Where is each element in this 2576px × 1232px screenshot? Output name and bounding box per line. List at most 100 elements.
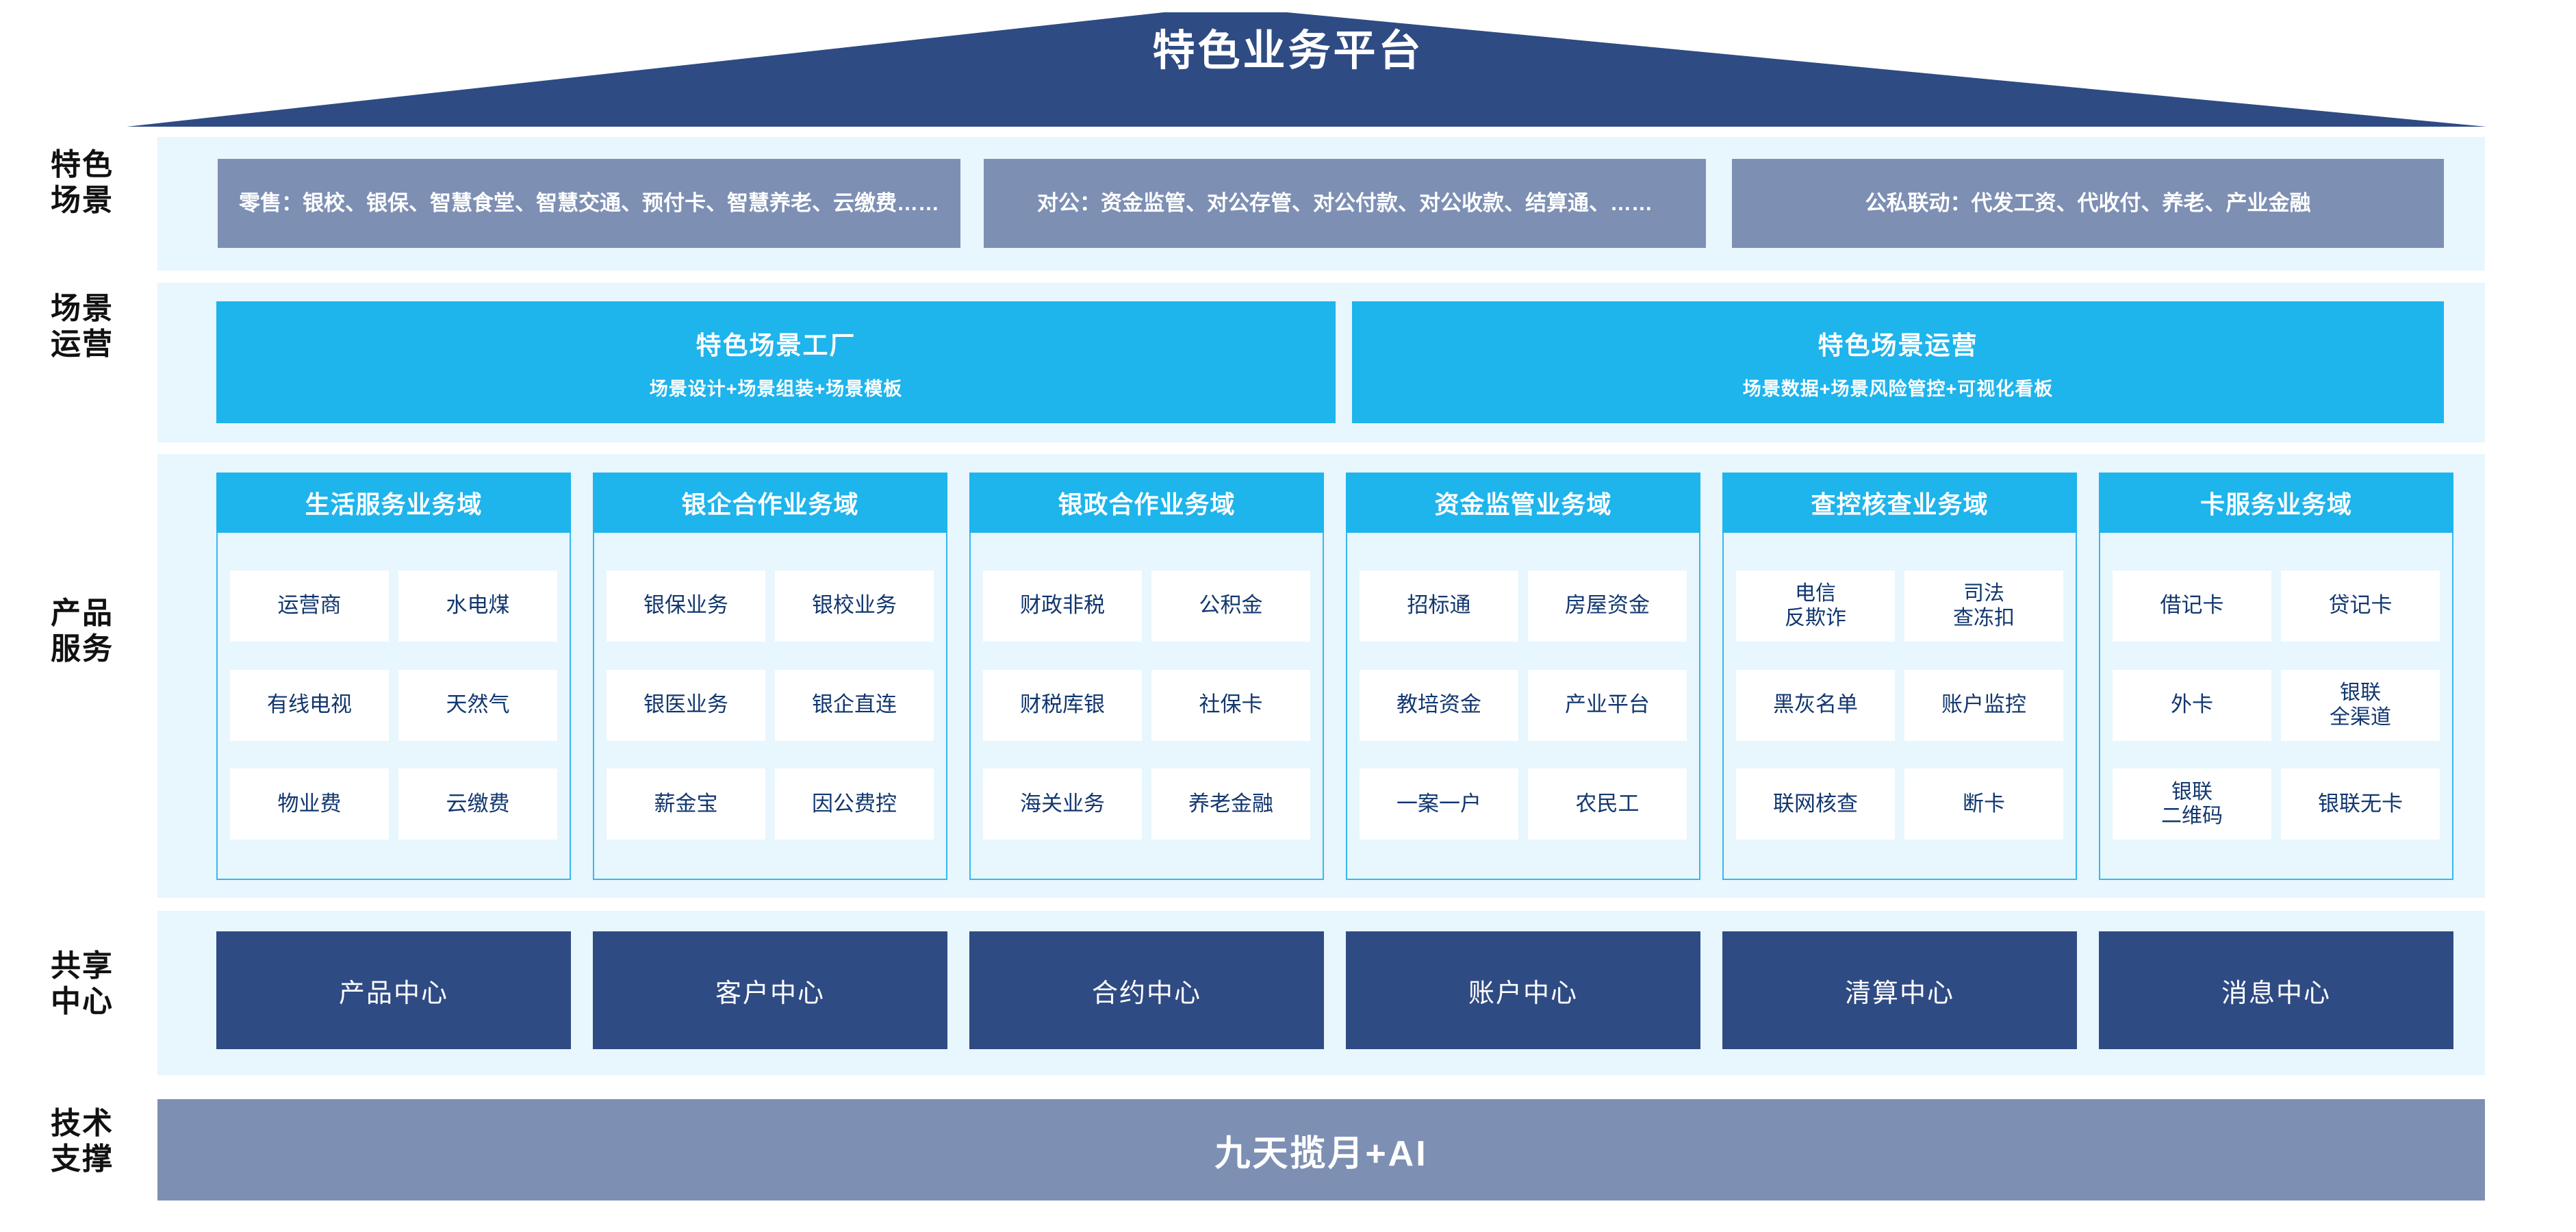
row-label-operation-line2: 运营	[51, 327, 114, 361]
domain-row: 薪金宝因公费控	[607, 768, 934, 840]
domain-row: 海关业务养老金融	[983, 768, 1310, 840]
domain-item-cell[interactable]: 薪金宝	[607, 768, 765, 840]
domain-item-cell[interactable]: 借记卡	[2113, 570, 2271, 642]
domain-item-cell[interactable]: 一案一户	[1360, 768, 1518, 840]
domain-item-cell[interactable]: 账户监控	[1904, 669, 2063, 741]
row-label-operation: 场景 运营	[14, 291, 151, 362]
domain-item-cell[interactable]: 云缴费	[398, 768, 557, 840]
domain-item-cell[interactable]: 物业费	[230, 768, 389, 840]
domain-item-cell[interactable]: 农民工	[1528, 768, 1687, 840]
domain-row: 教培资金产业平台	[1360, 669, 1687, 741]
domain-item-cell[interactable]: 公积金	[1151, 570, 1310, 642]
domain-card-body: 运营商水电煤有线电视天然气物业费云缴费	[218, 533, 570, 879]
domain-item-cell[interactable]: 银联全渠道	[2281, 669, 2440, 741]
domain-card-3[interactable]: 银政合作业务域财政非税公积金财税库银社保卡海关业务养老金融	[969, 473, 1324, 880]
shared-center-box-2[interactable]: 客户中心	[593, 931, 947, 1049]
row-label-operation-line1: 场景	[51, 292, 114, 325]
tech-support-box: 九天揽月+AI	[157, 1099, 2485, 1200]
domain-card-body: 电信反欺诈司法查冻扣黑灰名单账户监控联网核查断卡	[1724, 533, 2076, 879]
domain-item-cell[interactable]: 天然气	[398, 669, 557, 741]
domain-row: 银保业务银校业务	[607, 570, 934, 642]
domain-item-cell[interactable]: 银企直连	[775, 669, 934, 741]
shared-center-box-5[interactable]: 清算中心	[1722, 931, 2077, 1049]
domain-row: 有线电视天然气	[230, 669, 557, 741]
row-label-product-line2: 服务	[51, 631, 114, 666]
domain-item-cell[interactable]: 电信反欺诈	[1736, 570, 1895, 642]
shared-center-box-3[interactable]: 合约中心	[969, 931, 1324, 1049]
domain-item-cell[interactable]: 房屋资金	[1528, 570, 1687, 642]
row-label-shared-line1: 共享	[51, 949, 114, 983]
domain-card-body: 财政非税公积金财税库银社保卡海关业务养老金融	[971, 533, 1323, 879]
domain-card-header: 资金监管业务域	[1346, 473, 1700, 533]
domain-item-cell[interactable]: 银联无卡	[2281, 768, 2440, 840]
operation-factory-title: 特色场景工厂	[696, 331, 856, 360]
domain-item-cell[interactable]: 教培资金	[1360, 669, 1518, 741]
row-label-shared: 共享 中心	[14, 948, 151, 1020]
domain-item-cell[interactable]: 海关业务	[983, 768, 1142, 840]
domain-card-5[interactable]: 查控核查业务域电信反欺诈司法查冻扣黑灰名单账户监控联网核查断卡	[1722, 473, 2077, 880]
row-label-scene-line1: 特色	[51, 148, 114, 181]
domain-item-cell[interactable]: 财政非税	[983, 570, 1142, 642]
domain-item-cell[interactable]: 司法查冻扣	[1904, 570, 2063, 642]
domain-item-cell[interactable]: 贷记卡	[2281, 570, 2440, 642]
domain-card-header: 银企合作业务域	[593, 473, 947, 533]
shared-center-box-6[interactable]: 消息中心	[2099, 931, 2453, 1049]
domain-card-header: 查控核查业务域	[1722, 473, 2077, 533]
operation-ops-subtitle: 场景数据+场景风险管控+可视化看板	[1742, 378, 2054, 399]
domain-row: 黑灰名单账户监控	[1736, 669, 2063, 741]
operation-ops-title: 特色场景运营	[1818, 331, 1978, 360]
domain-item-cell[interactable]: 联网核查	[1736, 768, 1895, 840]
domain-item-cell[interactable]: 银校业务	[775, 570, 934, 642]
domain-row: 银医业务银企直连	[607, 669, 934, 741]
row-label-product-line1: 产品	[51, 596, 114, 630]
domain-item-cell[interactable]: 水电煤	[398, 570, 557, 642]
platform-roof: 特色业务平台	[0, 0, 2576, 130]
domain-item-cell[interactable]: 银保业务	[607, 570, 765, 642]
domain-item-cell[interactable]: 外卡	[2113, 669, 2271, 741]
domain-card-header: 生活服务业务域	[216, 473, 571, 533]
domain-row: 招标通房屋资金	[1360, 570, 1687, 642]
domain-card-4[interactable]: 资金监管业务域招标通房屋资金教培资金产业平台一案一户农民工	[1346, 473, 1700, 880]
domain-card-header: 银政合作业务域	[969, 473, 1324, 533]
domain-item-cell[interactable]: 断卡	[1904, 768, 2063, 840]
operation-box-scene-operation: 特色场景运营 场景数据+场景风险管控+可视化看板	[1352, 301, 2444, 423]
row-label-scene: 特色 场景	[14, 147, 151, 218]
domain-row: 电信反欺诈司法查冻扣	[1736, 570, 2063, 642]
domain-item-cell[interactable]: 社保卡	[1151, 669, 1310, 741]
shared-center-box-4[interactable]: 账户中心	[1346, 931, 1700, 1049]
scene-box-linkage: 公私联动：代发工资、代收付、养老、产业金融	[1732, 159, 2444, 248]
domain-item-cell[interactable]: 因公费控	[775, 768, 934, 840]
domain-item-cell[interactable]: 产业平台	[1528, 669, 1687, 741]
domain-item-cell[interactable]: 黑灰名单	[1736, 669, 1895, 741]
domain-row: 外卡银联全渠道	[2113, 669, 2440, 741]
domain-item-cell[interactable]: 银联二维码	[2113, 768, 2271, 840]
row-label-tech: 技术 支撑	[14, 1106, 151, 1177]
operation-box-scene-factory: 特色场景工厂 场景设计+场景组装+场景模板	[216, 301, 1336, 423]
row-label-tech-line2: 支撑	[51, 1142, 114, 1176]
operation-factory-subtitle: 场景设计+场景组装+场景模板	[649, 378, 903, 399]
domain-row: 财税库银社保卡	[983, 669, 1310, 741]
domain-item-cell[interactable]: 招标通	[1360, 570, 1518, 642]
domain-card-body: 借记卡贷记卡外卡银联全渠道银联二维码银联无卡	[2100, 533, 2452, 879]
domain-item-cell[interactable]: 有线电视	[230, 669, 389, 741]
shared-center-box-1[interactable]: 产品中心	[216, 931, 571, 1049]
domain-card-body: 银保业务银校业务银医业务银企直连薪金宝因公费控	[594, 533, 946, 879]
row-label-shared-line2: 中心	[51, 984, 114, 1018]
domain-row: 一案一户农民工	[1360, 768, 1687, 840]
domain-item-cell[interactable]: 运营商	[230, 570, 389, 642]
domain-row: 物业费云缴费	[230, 768, 557, 840]
row-label-scene-line2: 场景	[51, 183, 114, 217]
domain-item-cell[interactable]: 银医业务	[607, 669, 765, 741]
domain-item-cell[interactable]: 养老金融	[1151, 768, 1310, 840]
domain-card-2[interactable]: 银企合作业务域银保业务银校业务银医业务银企直连薪金宝因公费控	[593, 473, 947, 880]
domain-card-6[interactable]: 卡服务业务域借记卡贷记卡外卡银联全渠道银联二维码银联无卡	[2099, 473, 2453, 880]
domain-card-1[interactable]: 生活服务业务域运营商水电煤有线电视天然气物业费云缴费	[216, 473, 571, 880]
domain-row: 联网核查断卡	[1736, 768, 2063, 840]
domain-card-body: 招标通房屋资金教培资金产业平台一案一户农民工	[1347, 533, 1699, 879]
domain-item-cell[interactable]: 财税库银	[983, 669, 1142, 741]
domain-row: 借记卡贷记卡	[2113, 570, 2440, 642]
domain-row: 财政非税公积金	[983, 570, 1310, 642]
scene-box-retail: 零售：银校、银保、智慧食堂、智慧交通、预付卡、智慧养老、云缴费……	[218, 159, 960, 248]
domain-row: 银联二维码银联无卡	[2113, 768, 2440, 840]
